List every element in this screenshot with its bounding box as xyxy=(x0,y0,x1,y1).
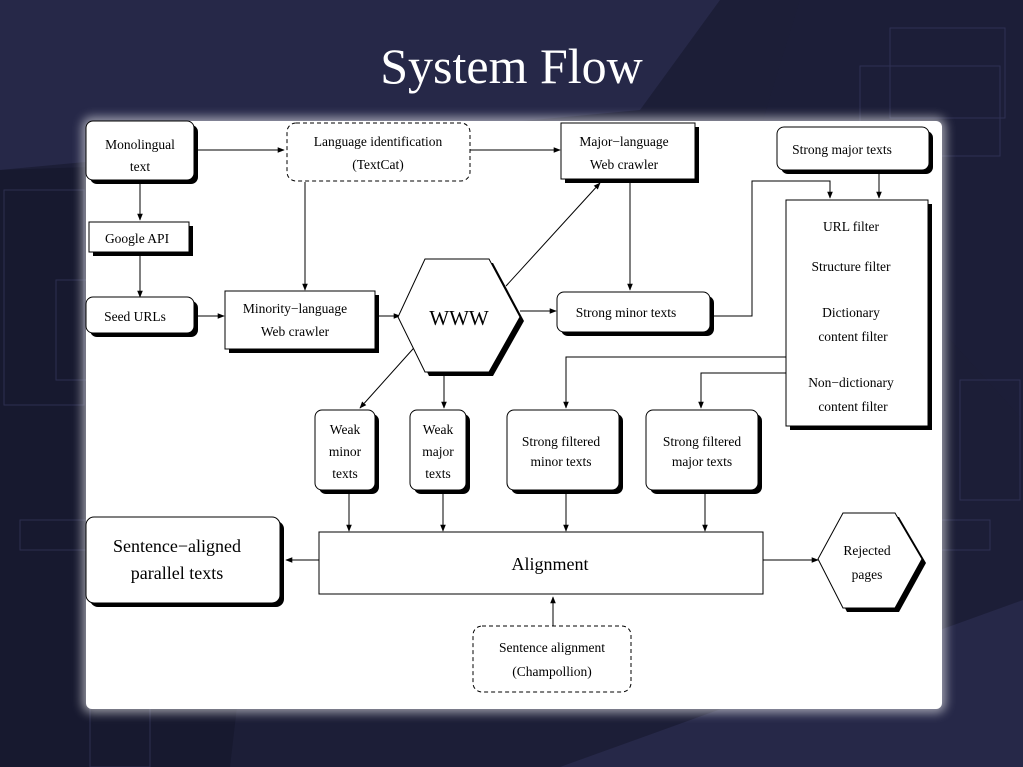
label-line: Minority−language xyxy=(243,301,347,316)
node-google-api: Google API xyxy=(88,221,193,256)
label-line: pages xyxy=(852,567,883,582)
node-minority-language-crawler: Minority−language Web crawler xyxy=(224,290,379,353)
node-major-language-crawler: Major−language Web crawler xyxy=(560,122,699,183)
label-line: Language identification xyxy=(314,134,443,149)
label-line: texts xyxy=(425,466,451,481)
node-alignment: Alignment xyxy=(318,531,764,595)
label-line: Monolingual xyxy=(105,137,175,152)
node-language-identification: Language identification (TextCat) xyxy=(286,122,471,182)
url-filter-label: URL filter xyxy=(823,219,880,234)
label-line: Weak xyxy=(330,422,361,437)
label-line: Rejected xyxy=(843,543,890,558)
label-line: Weak xyxy=(423,422,454,437)
label-line: minor xyxy=(329,444,362,459)
non-dictionary-filter-label: content filter xyxy=(818,399,888,414)
label-line: Sentence−aligned xyxy=(113,536,241,556)
non-dictionary-filter-label: Non−dictionary xyxy=(808,375,894,390)
node-strong-minor-texts: Strong minor texts xyxy=(556,291,714,336)
node-seed-urls: Seed URLs xyxy=(85,296,198,337)
label-line: minor texts xyxy=(530,454,591,469)
label-line: Strong major texts xyxy=(792,142,892,157)
node-filters: URL filter Structure filter Dictionary c… xyxy=(785,199,932,430)
edge-strongminor-filters xyxy=(710,180,833,317)
label-line: texts xyxy=(332,466,358,481)
label-line: parallel texts xyxy=(131,563,223,583)
node-www: WWW xyxy=(397,258,524,376)
label-line: Alignment xyxy=(512,554,589,574)
structure-filter-label: Structure filter xyxy=(811,259,891,274)
label-line: Sentence alignment xyxy=(499,640,605,655)
dictionary-filter-label: content filter xyxy=(818,329,888,344)
node-strong-filtered-major-texts: Strong filtered major texts xyxy=(645,409,762,494)
edge-filters-strongfilteredmajor xyxy=(698,372,786,409)
label-line: Web crawler xyxy=(590,157,659,172)
label-line: Major−language xyxy=(579,134,668,149)
label-line: (Champollion) xyxy=(512,664,592,679)
label-line: major texts xyxy=(672,454,732,469)
label-line: text xyxy=(130,159,150,174)
label-line: major xyxy=(422,444,454,459)
label-line: WWW xyxy=(429,306,489,330)
label-line: Strong minor texts xyxy=(576,305,677,320)
slide-title: System Flow xyxy=(380,38,643,94)
label-line: Google API xyxy=(105,231,170,246)
node-monolingual-text: Monolingual text xyxy=(85,120,198,184)
label-line: (TextCat) xyxy=(352,157,404,172)
node-sentence-aligned-parallel-texts: Sentence−aligned parallel texts xyxy=(85,516,284,607)
node-weak-minor-texts: Weak minor texts xyxy=(314,409,379,494)
edge-www-weakminor xyxy=(359,339,422,409)
node-sentence-alignment-champollion: Sentence alignment (Champollion) xyxy=(472,625,632,693)
label-line: Strong filtered xyxy=(522,434,601,449)
label-line: Strong filtered xyxy=(663,434,742,449)
node-weak-major-texts: Weak major texts xyxy=(409,409,470,494)
dictionary-filter-label: Dictionary xyxy=(822,305,880,320)
edge-www-majorcrawler xyxy=(505,182,601,287)
label-line: Web crawler xyxy=(261,324,330,339)
node-strong-major-texts: Strong major texts xyxy=(776,126,933,174)
node-strong-filtered-minor-texts: Strong filtered minor texts xyxy=(506,409,623,494)
edge-filters-strongfilteredminor xyxy=(563,356,786,409)
label-line: Seed URLs xyxy=(104,309,166,324)
node-rejected-pages: Rejected pages xyxy=(817,512,926,612)
